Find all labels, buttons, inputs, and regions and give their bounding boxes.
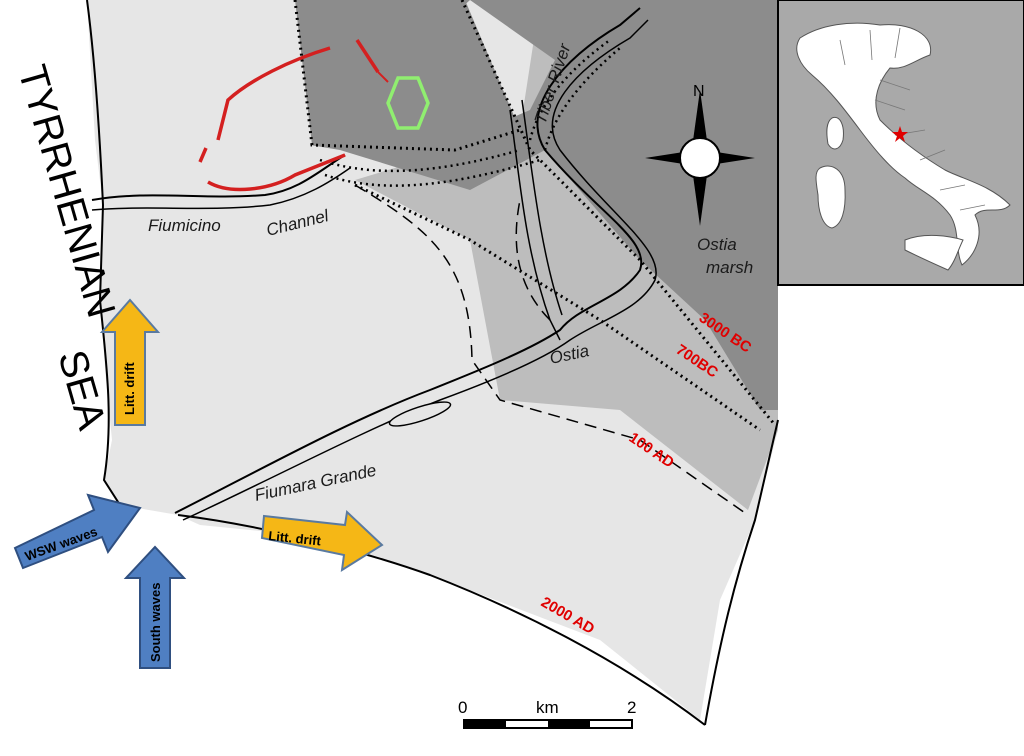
claudius-harbour-wall-right xyxy=(355,39,380,73)
south-waves-arrow xyxy=(123,545,187,669)
south-waves-label: South waves xyxy=(148,583,163,662)
fiumicino-channel xyxy=(91,154,346,201)
sardinia xyxy=(815,165,846,229)
inset-map-italy xyxy=(777,0,1024,286)
label-fiumicino: Fiumicino xyxy=(148,216,221,235)
italy-regions xyxy=(839,27,986,211)
sicily xyxy=(904,234,964,271)
italy-mainland xyxy=(796,22,1011,266)
coastline xyxy=(86,0,121,506)
compass-rose xyxy=(645,90,755,226)
shoreline-2000ad xyxy=(177,514,706,726)
harbour-boundary-dotted xyxy=(293,0,521,152)
label-ostia-marsh-1: Ostia xyxy=(697,235,737,254)
map-right-edge xyxy=(704,419,779,726)
litt-drift-east-arrow xyxy=(260,509,384,572)
scale-bar xyxy=(463,719,633,729)
shoreline-100ad-inner xyxy=(515,199,551,321)
river-island xyxy=(388,401,452,427)
harbour-area xyxy=(295,0,520,150)
litt-drift-north-label: Litt. drift xyxy=(122,362,137,415)
shoreline-3000bc-line xyxy=(460,0,777,426)
ostia-channel-bank xyxy=(521,99,563,316)
hexagon-connector xyxy=(377,71,389,83)
tiber-river-bank xyxy=(182,19,657,521)
litt-drift-east-label: Litt. drift xyxy=(268,528,323,548)
litt-drift-north-arrow xyxy=(99,298,161,426)
land-700bc xyxy=(300,0,778,410)
fiumicino-channel-bank xyxy=(91,167,351,211)
scale-start-label: 0 xyxy=(458,698,467,717)
sea-label-sea: SEA xyxy=(49,345,113,434)
scale-unit-label: km xyxy=(536,698,559,717)
compass-north-label: N xyxy=(693,83,705,100)
trajan-hexagon-harbour xyxy=(386,76,430,130)
shoreline-100ad-line xyxy=(354,184,749,516)
claudius-harbour-wall xyxy=(198,46,346,192)
wsw-waves-arrow xyxy=(13,493,142,570)
tiber-river xyxy=(174,7,643,514)
corsica xyxy=(826,116,844,150)
trajan-canal-dotted xyxy=(319,38,621,187)
location-star-marker xyxy=(892,126,908,142)
scale-end-label: 2 xyxy=(627,698,636,717)
label-ostia-marsh-2: marsh xyxy=(706,258,753,277)
ostia-channel xyxy=(509,109,561,341)
